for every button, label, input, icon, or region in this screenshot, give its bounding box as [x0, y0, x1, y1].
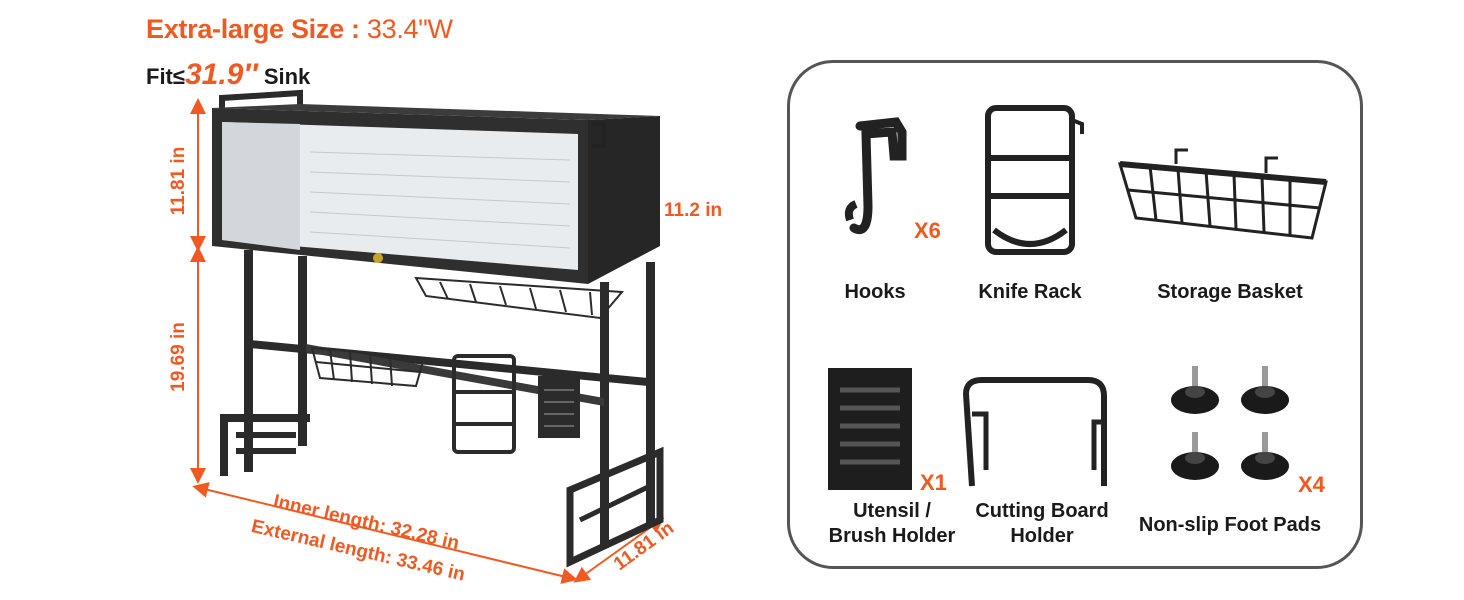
cutting-board-holder-icon — [962, 377, 1107, 487]
utensil-holder-icon — [828, 368, 912, 490]
storage-basket-icon — [1117, 148, 1328, 240]
utensil-holder-qty: X1 — [920, 470, 947, 495]
utensil-holder-label: Utensil / Brush Holder — [828, 500, 956, 547]
accessories-panel — [787, 60, 1363, 569]
leg-height-label: 19.69 in — [168, 322, 189, 392]
foot-pads-qty: X4 — [1298, 472, 1325, 497]
foot-pad-icon — [1171, 366, 1289, 480]
knife-rack-icon — [985, 105, 1084, 255]
fit-suffix: Sink — [257, 64, 311, 89]
hooks-label: Hooks — [844, 281, 906, 303]
foot-pads-label: Non-slip Foot Pads — [1138, 514, 1322, 536]
fit-headline: Fit≤31.9″ Sink — [146, 58, 310, 92]
dish-rack-illustration — [190, 89, 665, 584]
size-value: 33.4"W — [366, 14, 453, 44]
fit-value: 31.9″ — [184, 58, 258, 91]
hook-icon — [844, 117, 907, 235]
size-headline: Extra-large Size : 33.4"W — [146, 14, 453, 45]
cabinet-depth-label: 11.2 in — [664, 200, 723, 221]
fit-prefix: Fit≤ — [146, 64, 185, 89]
cutting-board-holder-label: Cutting Board Holder — [975, 500, 1109, 547]
cabinet-height-label: 11.81 in — [168, 146, 189, 216]
hooks-qty: X6 — [914, 218, 941, 243]
size-label: Extra-large Size : — [146, 14, 367, 44]
knife-rack-label: Knife Rack — [978, 281, 1082, 303]
storage-basket-label: Storage Basket — [1157, 281, 1303, 303]
